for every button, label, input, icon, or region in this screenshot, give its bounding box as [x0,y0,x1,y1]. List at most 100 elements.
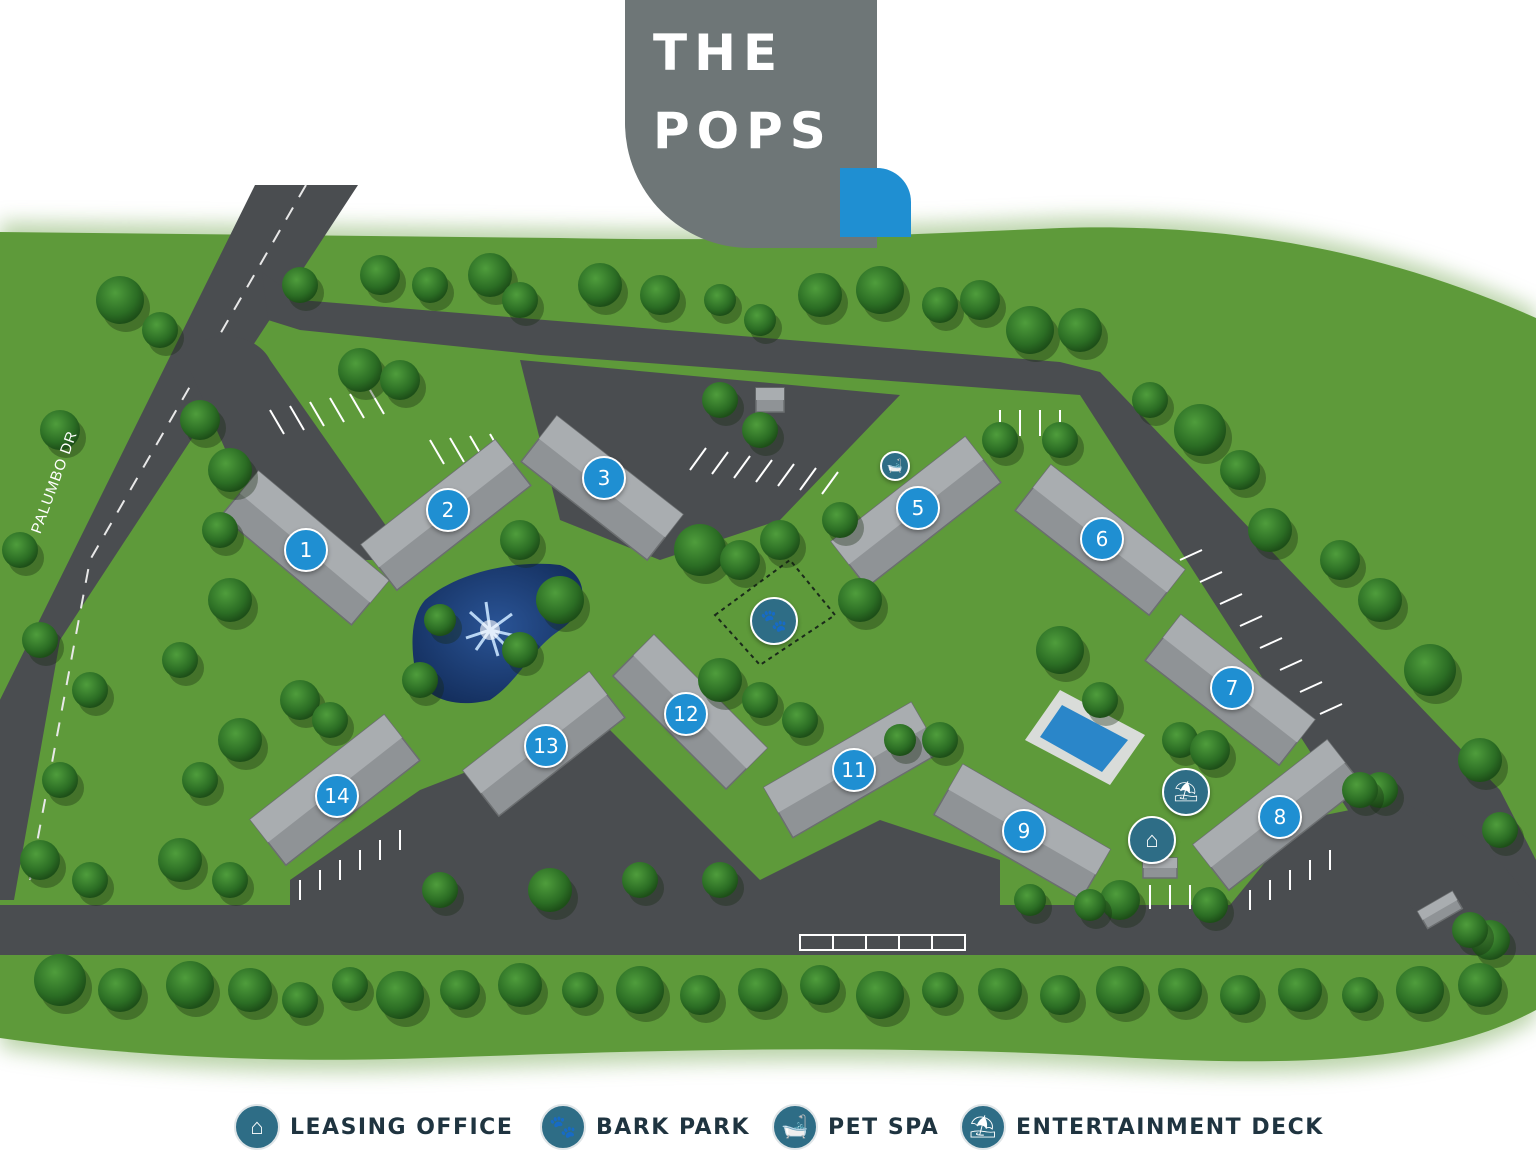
tree [1320,540,1360,580]
tree [562,972,598,1008]
tree [1358,578,1402,622]
building-marker-7[interactable]: 7 [1210,666,1254,710]
tree [142,312,178,348]
building-marker-9[interactable]: 9 [1002,809,1046,853]
south-road [0,905,1536,955]
tree [1192,887,1228,923]
tree [40,410,80,450]
tree [468,253,512,297]
building-marker-5[interactable]: 5 [896,486,940,530]
tree [798,273,842,317]
building-marker-13[interactable]: 13 [524,724,568,768]
tree [1174,404,1226,456]
tree [1096,966,1144,1014]
tree [72,672,108,708]
house-icon: ⌂ [234,1104,280,1150]
deck-furniture-icon: ⛱ [1173,781,1199,803]
bathtub-icon: 🛁 [886,458,904,473]
tree [674,524,726,576]
tree [380,360,420,400]
legend: ⌂ LEASING OFFICE 🐾 BARK PARK 🛁 PET SPA ⛱… [0,1098,1536,1152]
tree [922,972,958,1008]
tree [34,954,86,1006]
tree [616,966,664,1014]
building-marker-8[interactable]: 8 [1258,795,1302,839]
bark-park-marker[interactable]: 🐾 [750,597,798,645]
tree [42,762,78,798]
paw-icon: 🐾 [760,608,788,633]
tree [1278,968,1322,1012]
tree [622,862,658,898]
tree [702,862,738,898]
tree [440,970,480,1010]
tree [742,682,778,718]
tree [1036,626,1084,674]
tree [182,762,218,798]
tree [1190,730,1230,770]
tree [2,532,38,568]
tree [1042,422,1078,458]
tree [502,282,538,318]
tree [1342,977,1378,1013]
tree [1100,880,1140,920]
tree [922,722,958,758]
legend-label-leasing-office: LEASING OFFICE [290,1115,514,1140]
tree [698,658,742,702]
pet-spa-marker[interactable]: 🛁 [880,451,910,481]
tree [98,968,142,1012]
tree [218,718,262,762]
tree [20,840,60,880]
entertainment-deck-marker[interactable]: ⛱ [1162,768,1210,816]
tree [1220,450,1260,490]
building-marker-6[interactable]: 6 [1080,517,1124,561]
tree [500,520,540,560]
building-marker-3[interactable]: 3 [582,456,626,500]
logo-title-line1: THE [653,24,785,82]
tree [744,304,776,336]
leasing-office-marker[interactable]: ⌂ [1128,816,1176,864]
building-footprint [1416,890,1464,930]
tree [680,975,720,1015]
tree [528,868,572,912]
tree [162,642,198,678]
tree [180,400,220,440]
building-marker-12[interactable]: 12 [664,692,708,736]
tree [1220,975,1260,1015]
tree [1058,308,1102,352]
tree [422,872,458,908]
fountain-spray [480,620,500,640]
west-loop [190,336,410,560]
tree [412,267,448,303]
tree [166,961,214,1009]
logo-badge [625,0,877,248]
tree [502,632,538,668]
building-marker-2[interactable]: 2 [426,488,470,532]
tree [800,965,840,1005]
tree [1014,884,1046,916]
building-marker-14[interactable]: 14 [315,774,359,818]
tree [228,968,272,1012]
roads [0,184,1536,955]
tree [838,578,882,622]
tree [1162,722,1198,758]
tree [720,540,760,580]
paw-icon: 🐾 [540,1104,586,1150]
bathtub-icon: 🛁 [772,1104,818,1150]
tree [1132,382,1168,418]
tree [208,448,252,492]
tree [1158,968,1202,1012]
tree [312,702,348,738]
building-marker-11[interactable]: 11 [832,748,876,792]
building-marker-1[interactable]: 1 [284,528,328,572]
tree [1342,772,1378,808]
tree [578,263,622,307]
house-icon: ⌂ [1145,827,1159,852]
tree [782,702,818,738]
tree [1482,812,1518,848]
tree [1006,306,1054,354]
legend-label-pet-spa: PET SPA [828,1115,940,1140]
building-footprint [755,387,785,413]
tree [208,578,252,622]
tree [332,967,368,1003]
tree [72,862,108,898]
